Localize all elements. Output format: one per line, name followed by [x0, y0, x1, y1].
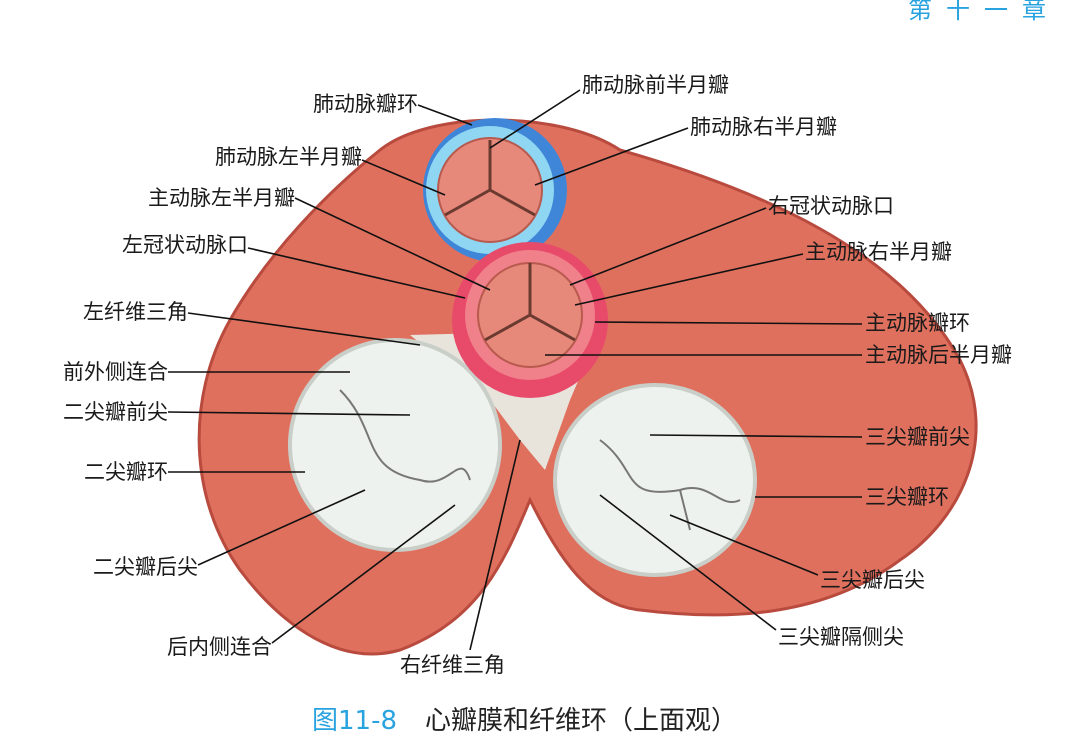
label-pulm-ant: 肺动脉前半月瓣 — [582, 73, 729, 97]
label-tri-ant: 三尖瓣前尖 — [865, 425, 970, 449]
label-aor-left: 主动脉左半月瓣 — [148, 186, 295, 210]
label-aor-ring: 主动脉瓣环 — [865, 311, 970, 335]
figure-title: 心瓣膜和纤维环（上面观） — [425, 706, 738, 736]
label-mitral-ant: 二尖瓣前尖 — [63, 400, 168, 424]
label-post-med-comm: 后内侧连合 — [167, 635, 272, 659]
label-tri-ring: 三尖瓣环 — [865, 485, 949, 509]
label-tri-sept: 三尖瓣隔侧尖 — [778, 625, 904, 649]
label-right-trigone: 右纤维三角 — [400, 653, 505, 677]
leader-lines — [167, 89, 863, 651]
label-mitral-ring: 二尖瓣环 — [84, 460, 168, 484]
figure-caption: 图11-8 心瓣膜和纤维环（上面观） — [312, 700, 737, 737]
label-pulm-left: 肺动脉左半月瓣 — [215, 145, 362, 169]
label-aor-post: 主动脉后半月瓣 — [865, 343, 1012, 367]
label-pulm-right: 肺动脉右半月瓣 — [690, 115, 837, 139]
tricuspid-valve — [553, 383, 757, 577]
label-ant-lat-comm: 前外侧连合 — [63, 360, 168, 384]
label-lca-ostium: 左冠状动脉口 — [122, 233, 248, 257]
figure-number: 图11-8 — [312, 706, 398, 736]
label-pulm-ring: 肺动脉瓣环 — [313, 92, 418, 116]
label-aor-right: 主动脉右半月瓣 — [805, 240, 952, 264]
label-rca-ostium: 右冠状动脉口 — [768, 194, 894, 218]
chapter-header: 第十一章 — [908, 0, 1060, 24]
label-mitral-post: 二尖瓣后尖 — [93, 555, 198, 579]
label-tri-post: 三尖瓣后尖 — [820, 568, 925, 592]
label-left-trigone: 左纤维三角 — [83, 300, 188, 324]
